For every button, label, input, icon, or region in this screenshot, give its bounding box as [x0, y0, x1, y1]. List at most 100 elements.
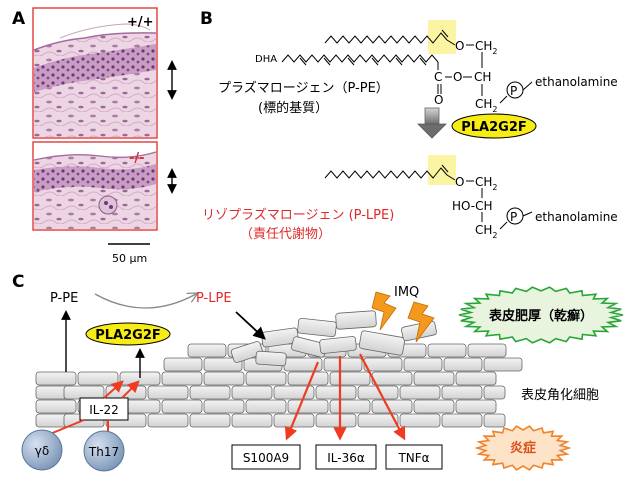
atom-ch2-bottom-1: CH2 — [475, 175, 498, 192]
inflammation-burst: 炎症 — [474, 425, 572, 471]
keratinocyte-cell — [335, 310, 377, 330]
dha-label: DHA — [255, 54, 277, 65]
keratinocyte-cell — [77, 371, 119, 386]
keratinocyte-layer — [35, 310, 523, 428]
s100a9-arrow — [284, 361, 320, 441]
histology-wt — [32, 7, 158, 139]
il22-arrow-1 — [103, 380, 124, 399]
s100a9-box: S100A9 — [231, 444, 301, 470]
svg-text:IL-36α: IL-36α — [327, 451, 365, 465]
keratinocyte-cell — [35, 399, 77, 414]
atom-ch-2: CH — [474, 70, 491, 84]
lpe-name: リゾプラズマロージェン (P-LPE) — [202, 207, 394, 223]
keratinocyte-cell — [399, 413, 441, 428]
keratinocyte-cell — [287, 371, 329, 386]
conversion-arrow — [94, 294, 196, 309]
lightning-icon-2 — [407, 301, 435, 343]
keratinocyte-cell — [161, 399, 203, 414]
ppe-role: (標的基質） — [258, 100, 328, 116]
keratinocyte-cell — [297, 317, 337, 338]
atom-o-bottom: O — [455, 175, 464, 189]
phosphate-icon-top: P — [506, 81, 524, 99]
keratinocyte-cell — [467, 343, 507, 358]
keratinocyte-cell — [105, 385, 147, 400]
tnf-arrow — [359, 353, 406, 441]
imq-label: IMQ — [394, 285, 419, 300]
lpe-role: （責任代謝物） — [240, 227, 331, 242]
keratinocyte-cell — [329, 371, 371, 386]
keratinocyte-cell — [261, 327, 299, 348]
plpe-label-c: P-LPE — [196, 291, 232, 306]
keratinocyte-cell — [189, 413, 231, 428]
keratinocyte-cell — [455, 371, 497, 386]
svg-text:IL-22: IL-22 — [89, 403, 119, 417]
keratinocyte-cell — [413, 371, 455, 386]
keratinocyte-cell — [231, 385, 273, 400]
dha-chain — [281, 54, 439, 63]
keratinocyte-cell — [427, 343, 467, 358]
hyperplasia-burst: 表皮肥厚（乾癬） — [458, 286, 624, 344]
atom-ch2-3: CH2 — [475, 97, 498, 114]
keratinocyte-cell — [315, 413, 357, 428]
il36-box: IL-36α — [315, 444, 377, 470]
vinyl-ether-highlight-bottom — [428, 155, 456, 185]
keratinocyte-cell — [245, 399, 287, 414]
keratinocyte-cell — [287, 399, 329, 414]
keratinocyte-cell — [443, 357, 483, 372]
keratinocyte-cell — [441, 413, 483, 428]
atom-ch2-bottom-3: CH2 — [475, 223, 498, 240]
keratinocyte-cell — [255, 350, 287, 367]
ppe-label-c: P-PE — [50, 291, 78, 306]
panel-c-label: C — [12, 272, 24, 292]
keratinocyte-cell — [399, 385, 441, 400]
gd-tcell-icon: γδ — [21, 429, 63, 471]
keratinocyte-cell — [371, 371, 413, 386]
keratinocyte-cell — [161, 371, 203, 386]
keratinocyte-cell — [371, 399, 413, 414]
keratinocyte-cell — [231, 413, 273, 428]
reaction-arrow — [417, 107, 447, 139]
svg-text:PLA2G2F: PLA2G2F — [95, 328, 161, 343]
keratinocyte-cell — [203, 357, 243, 372]
ethanolamine-top: ethanolamine — [535, 75, 618, 89]
keratinocyte-cell — [315, 385, 357, 400]
ethanolamine-bottom: ethanolamine — [535, 210, 618, 224]
keratinocyte-cell — [147, 385, 189, 400]
keratinocyte-cell — [187, 343, 227, 358]
keratinocyte-cell — [403, 357, 443, 372]
svg-text:P: P — [510, 210, 517, 224]
atom-carbonyl-c: C — [434, 70, 442, 84]
svg-text:TNFα: TNFα — [397, 451, 429, 465]
scale-bar-label: 50 μm — [112, 252, 147, 265]
keratinocyte-cell — [358, 330, 406, 356]
keratinocyte-cell — [163, 357, 203, 372]
gd-to-il22-line — [49, 419, 85, 435]
keratinocyte-cell — [329, 399, 371, 414]
panel-b-label: B — [200, 9, 213, 29]
enzyme-badge-c: PLA2G2F — [85, 322, 171, 346]
keratinocyte-cell — [203, 399, 245, 414]
atom-ester-o: O — [453, 70, 462, 84]
atom-o-top: O — [455, 39, 464, 53]
plpe-uptake-arrow — [235, 311, 266, 340]
keratinocyte-cell — [483, 385, 506, 400]
keratinocyte-cell — [363, 357, 403, 372]
keratinocyte-cell — [357, 413, 399, 428]
tnf-box: TNFα — [385, 444, 443, 470]
genotype-ko: -/- — [129, 151, 145, 166]
keratinocyte-cell — [245, 371, 287, 386]
keratinocyte-cell — [483, 413, 506, 428]
alkyl-chain-bottom — [324, 167, 448, 179]
atom-carbonyl-o: O — [434, 93, 443, 107]
keratinocyte-cell — [413, 399, 455, 414]
genotype-wt: +/+ — [127, 15, 154, 30]
keratinocyte-cell — [63, 385, 105, 400]
keratinocyte-cell — [319, 336, 357, 354]
svg-text:Th17: Th17 — [88, 445, 119, 459]
keratinocyte-label: 表皮角化細胞 — [521, 388, 599, 403]
atom-ho-ch: HO-CH — [452, 199, 493, 213]
enzyme-badge-b: PLA2G2F — [451, 113, 537, 139]
keratinocyte-cell — [35, 371, 77, 386]
svg-text:表皮肥厚（乾癬）: 表皮肥厚（乾癬） — [488, 308, 593, 324]
ppe-name: プラズマロージェン（P-PE） — [218, 80, 389, 96]
